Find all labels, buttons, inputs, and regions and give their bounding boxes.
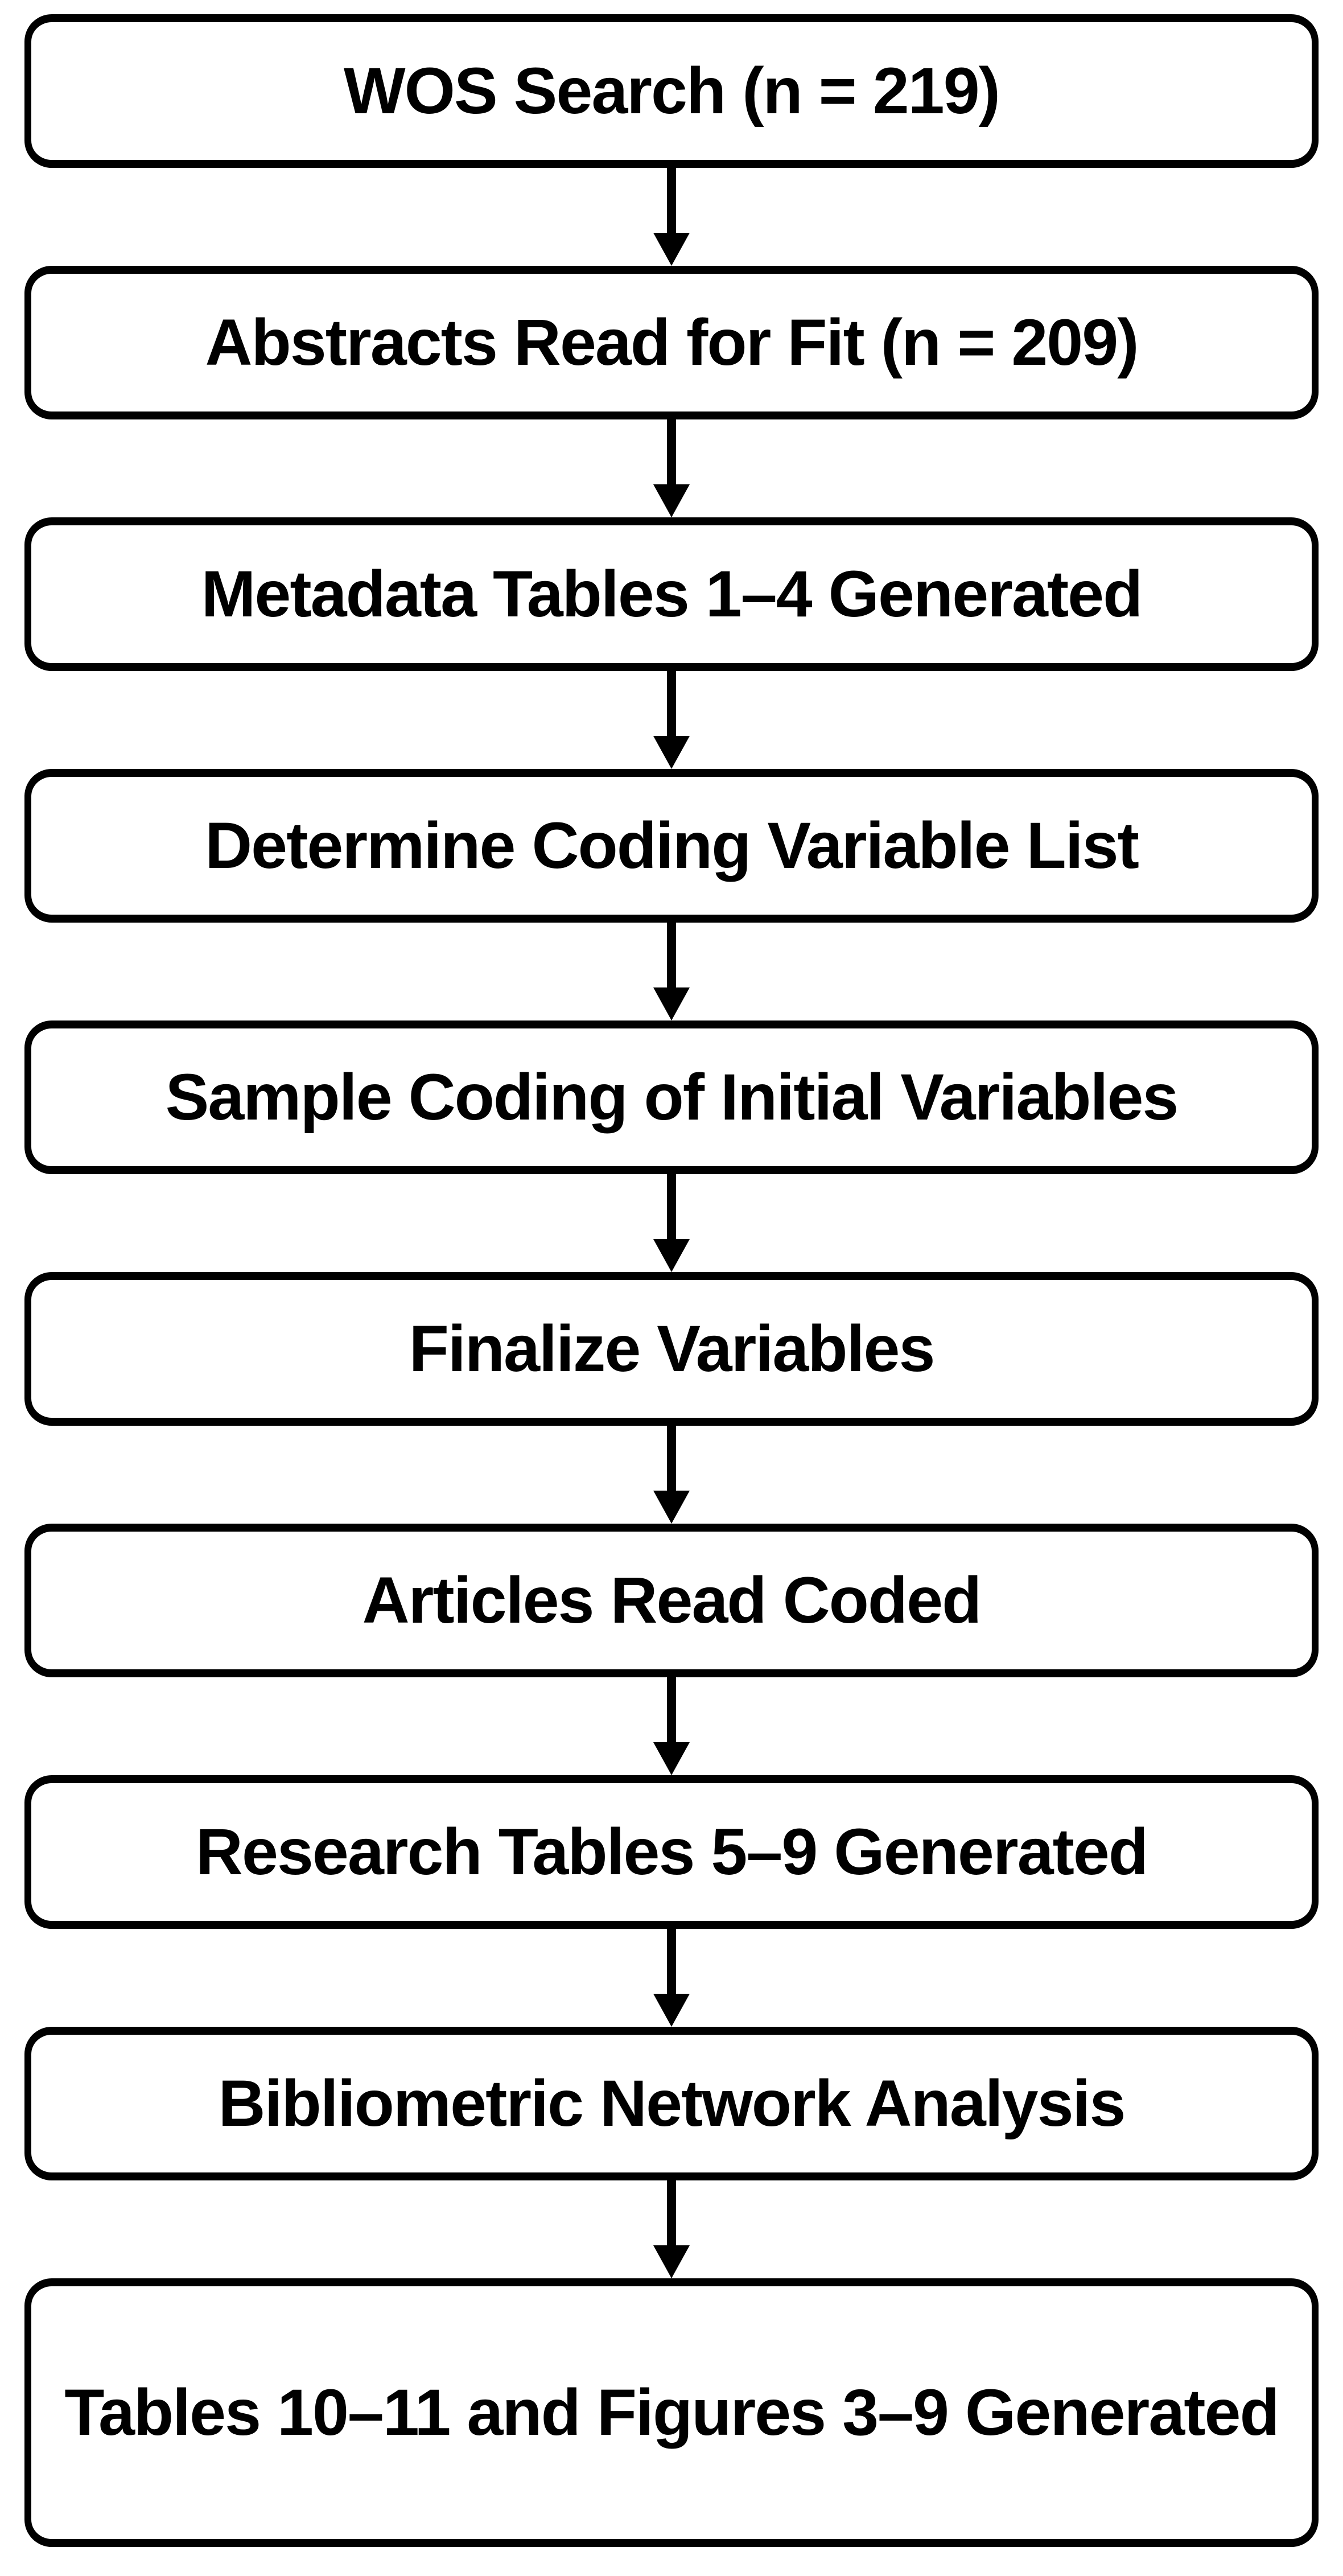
connector [24,671,1319,769]
step-articles-read-coded: Articles Read Coded [24,1524,1319,1677]
arrow-down-icon [653,1929,690,2027]
connector [24,2180,1319,2278]
step-abstracts-read: Abstracts Read for Fit (n = 209) [24,266,1319,419]
connector [24,1929,1319,2027]
connector [24,923,1319,1020]
connector [24,1174,1319,1272]
step-label: WOS Search (n = 219) [344,55,1000,127]
connector [24,1426,1319,1524]
arrow-down-icon [653,671,690,769]
connector [24,168,1319,266]
step-metadata-tables: Metadata Tables 1–4 Generated [24,517,1319,671]
arrow-down-icon [653,419,690,517]
arrow-down-icon [653,1174,690,1272]
step-coding-variable-list: Determine Coding Variable List [24,769,1319,923]
step-research-tables: Research Tables 5–9 Generated [24,1775,1319,1929]
step-wos-search: WOS Search (n = 219) [24,14,1319,168]
step-label: Abstracts Read for Fit (n = 209) [205,306,1139,379]
arrow-down-icon [653,923,690,1020]
step-sample-coding: Sample Coding of Initial Variables [24,1020,1319,1174]
connector [24,1677,1319,1775]
arrow-down-icon [653,1677,690,1775]
step-label: Metadata Tables 1–4 Generated [201,558,1143,631]
step-label: Research Tables 5–9 Generated [195,1816,1148,1888]
step-label: Tables 10–11 and Figures 3–9 Generated [64,2376,1279,2449]
connector [24,419,1319,517]
arrow-down-icon [653,1426,690,1524]
arrow-down-icon [653,2180,690,2278]
step-finalize-variables: Finalize Variables [24,1272,1319,1426]
step-bibliometric-analysis: Bibliometric Network Analysis [24,2027,1319,2180]
arrow-down-icon [653,168,690,266]
step-label: Determine Coding Variable List [205,809,1139,882]
step-label: Articles Read Coded [362,1564,982,1637]
step-label: Finalize Variables [409,1312,936,1385]
step-label: Bibliometric Network Analysis [218,2067,1126,2140]
step-label: Sample Coding of Initial Variables [165,1061,1179,1134]
step-tables-figures-generated: Tables 10–11 and Figures 3–9 Generated [24,2278,1319,2547]
